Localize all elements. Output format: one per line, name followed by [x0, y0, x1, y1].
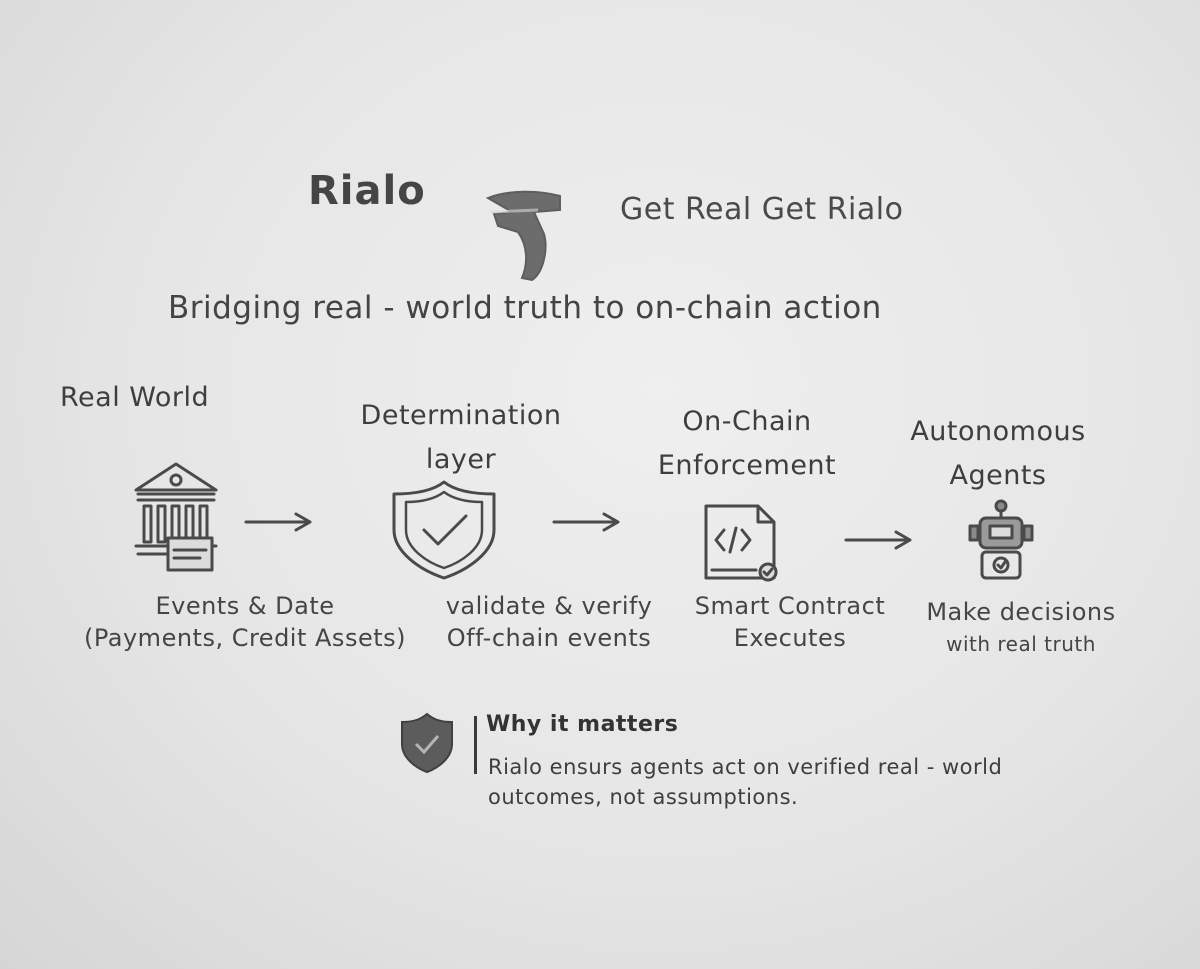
brand-name: Rialo [308, 168, 426, 214]
stage-desc-autonomous-agents: Make decisions with real truth [926, 598, 1116, 656]
bank-building-icon [134, 462, 218, 572]
stage-desc-determination-layer: validate & verify Off-chain events [445, 592, 653, 652]
tagline: Get Real Get Rialo [620, 192, 904, 227]
right-arrow-icon [552, 512, 620, 532]
right-arrow-icon [244, 512, 312, 532]
stage-desc-on-chain-enforcement: Smart Contract Executes [694, 592, 886, 652]
divider-line [474, 716, 477, 774]
subtitle: Bridging real - world truth to on-chain … [168, 290, 882, 326]
stage-title-autonomous-agents: Autonomous Agents [910, 416, 1086, 491]
shield-check-icon [401, 712, 453, 774]
code-document-icon [704, 504, 778, 582]
robot-icon [968, 499, 1034, 580]
stage-title-on-chain-enforcement: On-Chain Enforcement [657, 406, 837, 481]
why-title: Why it matters [486, 712, 679, 737]
stage-desc-real-world: Events & Date (Payments, Credit Assets) [84, 592, 406, 652]
shield-check-icon [392, 480, 496, 580]
right-arrow-icon [844, 530, 912, 550]
rialo-logo-icon [485, 190, 561, 282]
why-body: Rialo ensurs agents act on verified real… [488, 755, 1003, 809]
stage-title-determination-layer: Determination layer [360, 400, 562, 475]
stage-title-real-world: Real World [60, 382, 210, 413]
